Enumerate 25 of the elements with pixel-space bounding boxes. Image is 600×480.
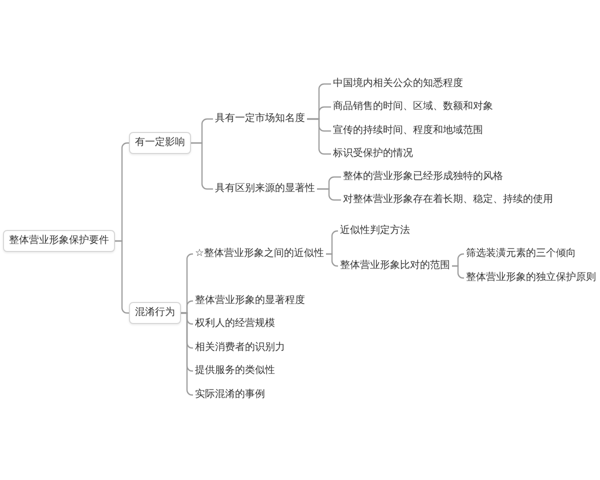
connector-line <box>452 265 464 279</box>
subtopic-label: 近似性判定方法 <box>338 224 412 238</box>
connector-line <box>181 312 194 396</box>
subtopic-label: 实际混淆的事例 <box>193 388 267 402</box>
subtopic-label: 宣传的持续时间、程度和地域范围 <box>331 124 485 138</box>
connector-line <box>317 188 341 201</box>
subtopic-label: 整体的营业形象已经形成独特的风格 <box>341 170 505 184</box>
subtopic-label: 具有区别来源的显著性 <box>213 182 317 196</box>
subtopic-label: 相关消费者的识别力 <box>193 341 287 355</box>
subtopic-label: 筛选装潢元素的三个倾向 <box>464 247 578 261</box>
subtopic-label: 提供服务的类似性 <box>193 364 277 378</box>
subtopic-label: 中国境内相关公众的知悉程度 <box>331 77 465 91</box>
subtopic-label: 权利人的经营规模 <box>193 317 277 331</box>
subtopic-label: 标识受保护的情况 <box>331 147 415 161</box>
subtopic-label: ☆整体营业形象之间的近似性 <box>193 247 326 261</box>
topic-box: 混淆行为 <box>129 302 181 324</box>
connector-line <box>326 253 338 267</box>
subtopic-label: 对整体营业形象存在着长期、稳定、持续的使用 <box>341 193 555 207</box>
subtopic-label: 具有一定市场知名度 <box>213 112 307 126</box>
subtopic-label: 商品销售的时间、区域、数额和对象 <box>331 100 495 114</box>
topic-box: 整体营业形象保护要件 <box>3 230 115 252</box>
subtopic-label: 整体营业形象的独立保护原则 <box>464 271 598 285</box>
topic-box: 有一定影响 <box>129 132 191 154</box>
subtopic-label: 整体营业形象比对的范围 <box>338 259 452 273</box>
subtopic-label: 整体营业形象的显著程度 <box>193 294 307 308</box>
